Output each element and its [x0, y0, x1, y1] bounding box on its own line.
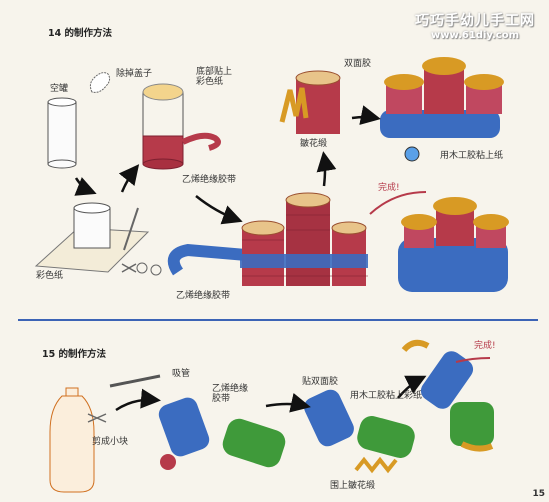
lid-drawing: [89, 72, 111, 93]
stacked-cans-drawing: [167, 192, 368, 286]
section-14-heading: 14 的制作方法: [48, 28, 113, 39]
assembled-snake-drawing: [304, 389, 415, 474]
basket-stage-drawing: [380, 57, 504, 162]
can-on-paper-drawing: [34, 202, 162, 276]
label-double-sided-tape-15: 贴双面胶: [302, 377, 339, 387]
finished-basket-drawing: [398, 197, 509, 292]
watermark: 巧巧手幼儿手工网 www.61diy.com: [415, 10, 535, 41]
can-with-paper-drawing: [142, 83, 221, 170]
label-paste-colored-paper-bottom: 底部贴上彩色纸: [196, 67, 233, 87]
label-vinyl-tape-15: 乙烯绝缘胶带: [212, 384, 249, 404]
label-wood-glue: 用木工胶粘上纸: [440, 151, 504, 161]
label-cut-pieces: 剪成小块: [92, 437, 129, 447]
empty-can-drawing: [47, 97, 77, 169]
label-done-14: 完成!: [378, 183, 400, 193]
section-divider: [18, 319, 538, 321]
label-straw: 吸管: [172, 369, 191, 379]
arrows-section-14: [74, 105, 427, 225]
label-vinyl-tape-1: 乙烯绝缘胶带: [182, 175, 237, 185]
label-empty-can: 空罐: [50, 84, 69, 94]
label-double-sided-tape-14: 双面胶: [344, 59, 372, 69]
arrows-section-15: [115, 357, 491, 413]
finished-snake-drawing: [401, 339, 494, 452]
label-wood-glue-colored-paper: 用木工胶粘上彩纸: [350, 391, 423, 401]
watermark-title: 巧巧手幼儿手工网: [415, 13, 535, 29]
ribbon-tin-drawing: [279, 70, 341, 134]
page-number: 15: [532, 489, 545, 499]
section-15-heading: 15 的制作方法: [42, 349, 107, 360]
watermark-url: www.61diy.com: [431, 30, 519, 41]
label-done-15: 完成!: [474, 341, 496, 351]
label-vinyl-tape-2: 乙烯绝缘胶带: [176, 291, 231, 301]
label-colored-paper: 彩色纸: [36, 271, 64, 281]
label-remove-lid: 除掉盖子: [116, 69, 153, 79]
taped-bottle-drawing: [158, 397, 286, 470]
label-wrap-ribbon: 围上皺花缎: [330, 481, 376, 491]
label-pleated-ribbon: 皺花缎: [300, 139, 328, 149]
bottle-drawing: [49, 374, 161, 493]
